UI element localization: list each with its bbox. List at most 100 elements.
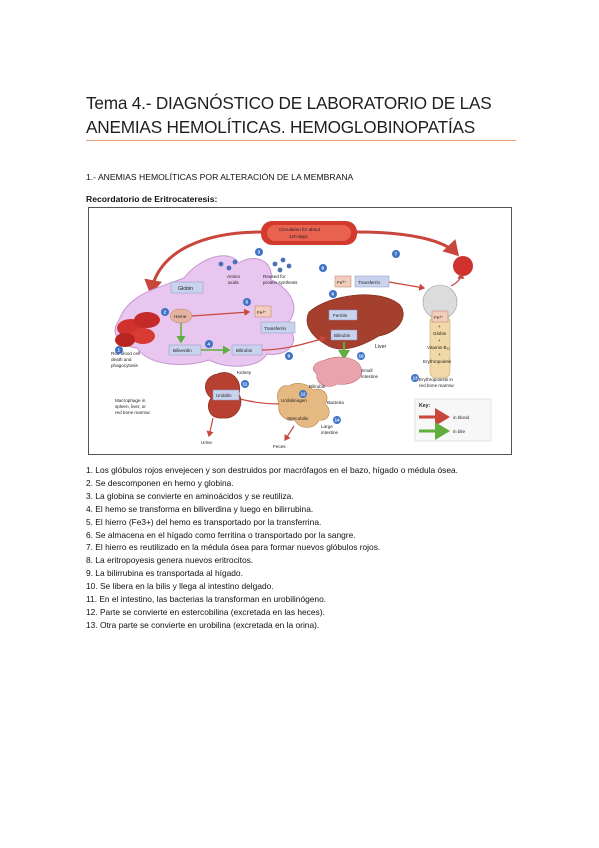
amino-label-1: Amino (227, 274, 240, 279)
list-item: 11. En el intestino, las bacterias la tr… (86, 594, 327, 605)
step-marker (243, 298, 251, 306)
bilirubin-label-2: Bilirubin (334, 333, 351, 338)
step-marker (161, 308, 169, 316)
list-item: 12. Parte se convierte en estercobilina … (86, 606, 325, 617)
step-number: 8 (322, 266, 325, 271)
bilirubin-label-3: Bilirubin (309, 384, 326, 389)
transferrin-box-1 (260, 321, 296, 334)
feces-label: Feces (273, 444, 286, 449)
ferritin-box (328, 309, 358, 321)
erythropoietin-label: Erythropoietin (423, 359, 452, 364)
bilirubin-label-1: Bilirubin (236, 348, 253, 353)
transferrin-label-1: Transferrin (264, 326, 286, 331)
step-number: 2 (164, 310, 167, 315)
large-intestine-label-1: Large (321, 424, 333, 429)
page-title: Tema 4.- DIAGNÓSTICO DE LABORATORIO DE L… (86, 93, 492, 137)
erythropoiesis-label-2: red bone marrow (419, 383, 454, 388)
fe-label-2: Fe³⁺ (337, 280, 347, 285)
red-blood-cell (115, 333, 135, 347)
rbc-label-1: Red blood cell (111, 351, 140, 356)
new-red-blood-cell (453, 256, 473, 276)
step-markers: 1 2 3 4 5 6 7 8 9 10 11 (115, 248, 419, 424)
vitamin-label: Vitamin B₁₂ (427, 345, 450, 350)
days-label: 120 days (289, 234, 308, 239)
step-marker (329, 290, 337, 298)
recycling-diagram: Circulation for about 120 days Globin (111, 221, 492, 449)
fe-box (254, 305, 272, 318)
urobilin-label: Urobilin (216, 393, 232, 398)
step-marker (299, 390, 307, 398)
amino-acid-dot (286, 263, 292, 269)
step-number: 12 (301, 392, 307, 397)
steps-list: 1. Los glóbulos rojos envejecen y son de… (86, 464, 518, 632)
amino-label-2: acids (228, 280, 239, 285)
bacteria-label: Bacteria (327, 400, 344, 405)
reused-label-2: protein synthesis (263, 280, 298, 285)
amino-acid-dot (272, 261, 278, 267)
step-number: 7 (395, 252, 398, 257)
macrophage-label-2: spleen, liver, or (115, 404, 146, 409)
urine-arrow (206, 417, 214, 438)
amino-acid-dot (218, 261, 224, 267)
legend-blood-label: in blood (453, 415, 470, 420)
fe-label-1: Fe³⁺ (257, 310, 267, 315)
reused-label-1: Reused for (263, 274, 286, 279)
step-marker (241, 380, 249, 388)
fe-box (431, 310, 449, 323)
step-marker (392, 250, 400, 258)
list-item: 5. El hierro (Fe3+) del hemo es transpor… (86, 516, 322, 527)
macrophage-label-1: Macrophage in (115, 398, 146, 403)
list-item: 3. La globina se convierte en aminoácido… (86, 490, 294, 501)
circulation-label: Circulation for about (279, 227, 321, 232)
liver-organ (306, 294, 404, 350)
amino-acid-dot (277, 267, 283, 273)
red-blood-cell (131, 328, 155, 344)
small-intestine-label-2: intestine (361, 374, 379, 379)
list-item: 4. El hemo se transforma en biliverdina … (86, 503, 314, 514)
feces-arrow (284, 425, 295, 442)
step-number: 10 (359, 354, 365, 359)
amino-acid-dot (280, 257, 286, 263)
macrophage-label-3: red bone marrow (115, 410, 150, 415)
erythropoiesis-label-1: Erythropoiesis in (419, 377, 453, 382)
urobilinogen-label: Urobilinogen (281, 398, 307, 403)
section-heading: 1.- ANEMIAS HEMOLÍTICAS POR ALTERACIÓN D… (86, 172, 354, 182)
circulation-arrow-right (356, 230, 460, 257)
title-divider (86, 140, 516, 141)
plus-2: + (438, 338, 441, 343)
list-item: 13. Otra parte se convierte en urobilina… (86, 619, 320, 630)
bilirubin-box (330, 329, 358, 341)
step-marker (333, 416, 341, 424)
erythrocyte-recycling-figure: Circulation for about 120 days Globin (88, 207, 512, 455)
kidney-label: Kidney (237, 370, 252, 375)
amino-acid-dot (232, 259, 238, 265)
list-item: 8. La eritropoyesis genera nuevos eritro… (86, 555, 254, 566)
step-marker (255, 248, 263, 256)
red-blood-cell (134, 312, 160, 328)
legend-bile-label: in bile (453, 429, 465, 434)
iron-to-marrow-arrow (388, 281, 426, 291)
legend-box (414, 398, 492, 442)
list-item: 10. Se libera en la bilis y llega al int… (86, 581, 274, 592)
biliverdin-label: Biliverdin (173, 348, 192, 353)
list-item: 7. El hierro es reutilizado en la médula… (86, 542, 381, 553)
list-item: 2. Se descomponen en hemo y globina. (86, 477, 234, 488)
bilirubin-to-liver-arrow (261, 335, 327, 351)
step-number: 9 (288, 354, 291, 359)
step-marker (357, 352, 365, 360)
heme-iron-arrow (191, 308, 251, 317)
subheading: Recordatorio de Eritrocateresis: (86, 194, 218, 204)
step-number: 5 (246, 300, 249, 305)
urobilin-box (212, 389, 240, 401)
step-number: 6 (332, 292, 335, 297)
globin-right-label: Globin (433, 331, 447, 336)
step-number: 11 (243, 382, 248, 387)
transferrin-box-2 (354, 275, 390, 288)
step-number: 13 (413, 376, 419, 381)
step-marker (115, 346, 123, 354)
transferrin-label-2: Transferrin (358, 280, 380, 285)
globin-label: Globin (178, 286, 193, 292)
globin-box (170, 281, 204, 294)
list-item: 1. Los glóbulos rojos envejecen y son de… (86, 465, 458, 475)
